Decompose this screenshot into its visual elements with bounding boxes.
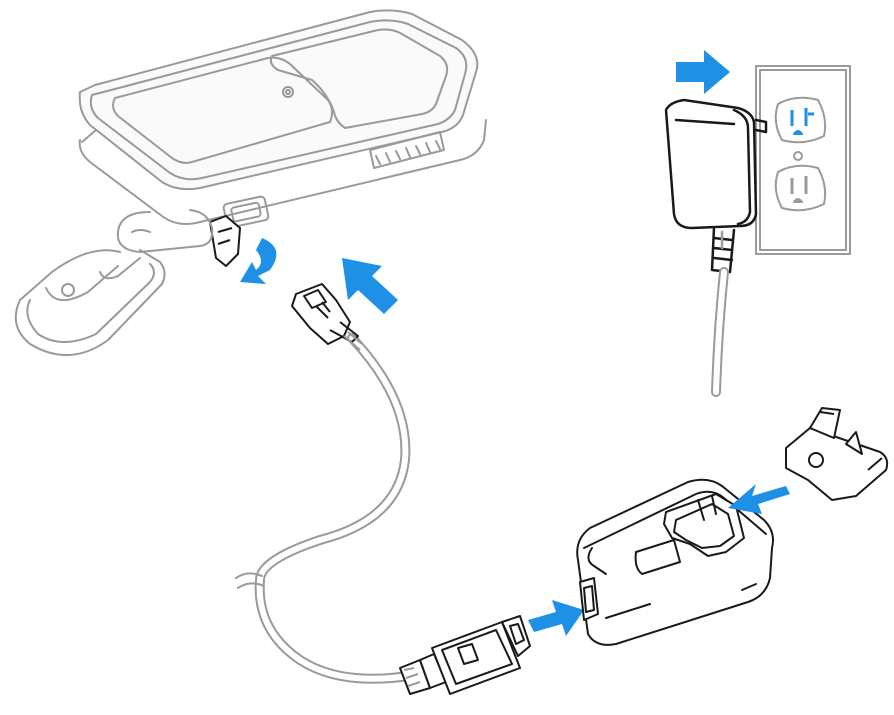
carabiner-clip bbox=[14, 209, 214, 356]
power-adapter bbox=[576, 478, 774, 646]
wall-charger bbox=[664, 98, 768, 274]
insert-arrow-clip bbox=[728, 484, 790, 514]
plug-clip bbox=[785, 407, 889, 501]
insert-arrow-adapter bbox=[528, 600, 584, 636]
wall-outlet bbox=[755, 65, 851, 255]
usb-a-connector bbox=[399, 615, 531, 695]
charger-cable bbox=[711, 267, 729, 397]
rotate-arrow bbox=[240, 238, 277, 284]
usb-cable bbox=[235, 333, 413, 684]
insert-arrow-device bbox=[342, 258, 398, 314]
insert-arrow-outlet bbox=[676, 50, 730, 94]
port-flap bbox=[209, 215, 241, 267]
micro-usb-connector bbox=[291, 283, 363, 351]
handheld-device bbox=[78, 9, 487, 229]
vent-grille bbox=[369, 131, 445, 169]
